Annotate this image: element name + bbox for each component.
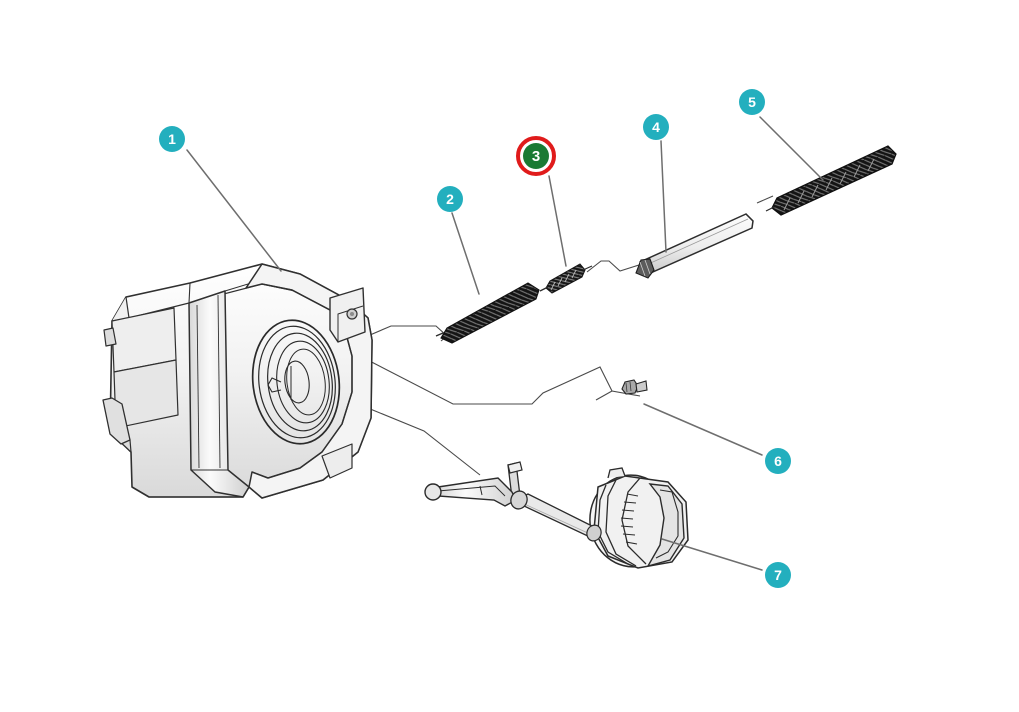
callout-label-6: 6 — [774, 453, 782, 469]
callout-label-5: 5 — [748, 94, 756, 110]
callout-marker-5[interactable]: 5 — [739, 89, 765, 115]
callout-label-4: 4 — [652, 119, 660, 135]
leader-line-2 — [451, 212, 480, 295]
part-6-screw — [621, 379, 648, 395]
leader-line-7 — [661, 538, 763, 571]
leader-line-1 — [186, 149, 282, 272]
part-7-brake-band-assembly — [424, 461, 689, 569]
callout-marker-4[interactable]: 4 — [643, 114, 669, 140]
leader-line-3 — [548, 175, 567, 267]
part-5-straight-coil-spring — [765, 145, 897, 216]
part-2-tapered-coil-spring — [435, 282, 540, 344]
leader-line-5 — [759, 116, 824, 181]
callout-label-7: 7 — [774, 567, 782, 583]
highlight-fill-circle: 3 — [523, 143, 549, 169]
callout-marker-6[interactable]: 6 — [765, 448, 791, 474]
part-4-push-rod — [635, 213, 754, 279]
leader-line-4 — [660, 140, 667, 253]
leader-line-6 — [643, 403, 763, 456]
callout-marker-3-highlighted[interactable]: 3 — [516, 136, 556, 176]
callout-label-2: 2 — [446, 191, 454, 207]
callout-marker-2[interactable]: 2 — [437, 186, 463, 212]
callout-label-3: 3 — [531, 147, 541, 165]
part-1-clutch-housing — [102, 263, 373, 499]
part-3-small-coil-spring — [539, 263, 593, 294]
callout-label-1: 1 — [168, 131, 176, 147]
callout-marker-7[interactable]: 7 — [765, 562, 791, 588]
callout-marker-1[interactable]: 1 — [159, 126, 185, 152]
leader-lines — [186, 116, 824, 571]
